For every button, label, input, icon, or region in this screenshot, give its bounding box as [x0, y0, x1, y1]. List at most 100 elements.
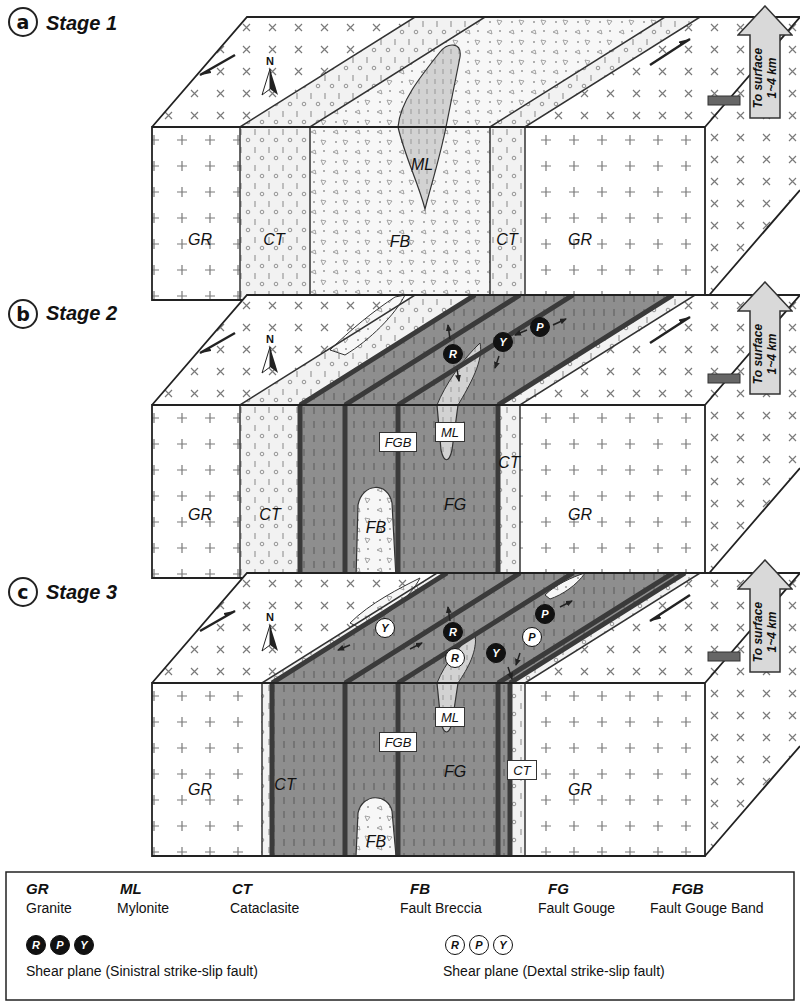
node-text: b [16, 303, 30, 325]
stage-2-block [240, 295, 695, 405]
stage-3-block [152, 573, 800, 683]
legend-abbreviation: ML [120, 880, 142, 897]
stage-3-block [272, 683, 510, 856]
stage-1-block [650, 39, 690, 65]
unit-label: ML [411, 156, 433, 174]
unit-label: CT [498, 454, 519, 472]
legend-text: Shear plane (Sinistral strike-slip fault… [26, 963, 258, 979]
stage-3-block [560, 601, 572, 607]
arrow-text: To surface 1~4 km [751, 592, 779, 672]
surface-arrow: To surface 1~4 km [737, 5, 793, 119]
stage-3-block [650, 595, 690, 621]
legend-abbreviation: FGB [672, 880, 704, 897]
unit-label: GR [188, 506, 212, 524]
legend-abbreviation: FG [548, 880, 569, 897]
stage-1-block [705, 17, 800, 300]
stage-2-block [457, 369, 459, 381]
unit-label: FB [390, 233, 410, 251]
stage-3-block [448, 607, 450, 621]
stage-2-block [356, 487, 396, 578]
sinistral-shear-circle: Y [493, 332, 513, 352]
dextral-shear-circle: R [445, 935, 465, 955]
node-text: c [17, 581, 28, 603]
stage-3-block [272, 573, 685, 683]
stage-3-block [272, 683, 510, 856]
unit-label-box: FGB [379, 432, 417, 452]
node-text: P [475, 939, 482, 951]
node-text: P [528, 631, 535, 643]
stage-1-block [270, 69, 278, 95]
stage-1-block [152, 17, 800, 300]
sinistral-shear-circle: Y [486, 643, 506, 663]
node-text: Y [499, 336, 506, 348]
stage-2-block [650, 317, 690, 343]
stage-1-block [152, 127, 240, 300]
stage-3-block [525, 683, 705, 856]
dextral-shear-circle: Y [493, 935, 513, 955]
stage-2-block [152, 295, 800, 405]
legend-text: Fault Gouge Band [650, 900, 764, 916]
unit-label: GR [188, 231, 212, 249]
sinistral-shear-circle: P [535, 604, 555, 624]
sinistral-shear-circle: Y [74, 935, 94, 955]
stage-1-block [152, 17, 800, 300]
legend-text: Fault Breccia [400, 900, 482, 916]
stage-2-block [300, 405, 498, 578]
dextral-shear-circle: Y [375, 618, 395, 638]
stage-2-block [520, 405, 705, 578]
unit-label: CT [496, 231, 517, 249]
north-label: N [266, 55, 274, 67]
node-text: P [541, 608, 548, 620]
stage-2-block [240, 295, 695, 405]
legend-abbreviation: CT [232, 880, 252, 897]
stage-3-block [152, 573, 800, 856]
node-text: FGB [385, 735, 412, 750]
stage-2-block [708, 374, 740, 383]
legend-text: Mylonite [117, 900, 169, 916]
stage-2-block [152, 295, 800, 578]
stage-3-block [262, 573, 700, 683]
unit-label: FG [444, 496, 466, 514]
node-text: R [32, 939, 40, 951]
unit-label: GR [568, 506, 592, 524]
sinistral-shear-circle: R [443, 344, 463, 364]
stage-2-block [553, 319, 566, 325]
stage-2-block [152, 295, 800, 578]
stage-3-block [338, 601, 572, 679]
unit-label: CT [274, 776, 295, 794]
unit-label: FB [366, 519, 386, 537]
stage-2-block [300, 295, 673, 405]
stage-title: Stage 1 [46, 12, 117, 35]
sinistral-shear-circle: R [26, 935, 46, 955]
legend-abbreviation: FB [410, 880, 430, 897]
stage-3-block [508, 667, 512, 679]
stage-3-block [705, 573, 800, 856]
stage-2-block [240, 405, 520, 578]
sinistral-shear-circle: P [530, 317, 550, 337]
stage-3-block [262, 573, 700, 683]
unit-label-box: FGB [379, 732, 417, 752]
stage-2-block [705, 295, 800, 578]
unit-label: CT [263, 231, 284, 249]
arrow-text: To surface 1~4 km [751, 38, 779, 118]
stage-1-block [490, 127, 525, 300]
legend-text: Shear plane (Dextal strike-slip fault) [443, 963, 665, 979]
arrow-shape [738, 282, 792, 394]
dextral-shear-circle: P [469, 935, 489, 955]
node-text: P [536, 321, 543, 333]
stage-2-block [270, 347, 278, 373]
unit-label-box: CT [507, 760, 537, 780]
arrow-shape [738, 6, 792, 118]
stage-1-block [525, 127, 705, 300]
unit-label: GR [568, 781, 592, 799]
stage-2-block [240, 405, 300, 578]
stage-1-block [240, 127, 525, 300]
stage-1-block [240, 127, 310, 300]
node-text: ML [441, 710, 459, 725]
stage-1-block [240, 17, 700, 127]
stage-2-block [300, 295, 673, 405]
node-text: Y [499, 939, 506, 951]
legend-abbreviation: GR [26, 880, 49, 897]
stage-1-block [262, 69, 270, 95]
